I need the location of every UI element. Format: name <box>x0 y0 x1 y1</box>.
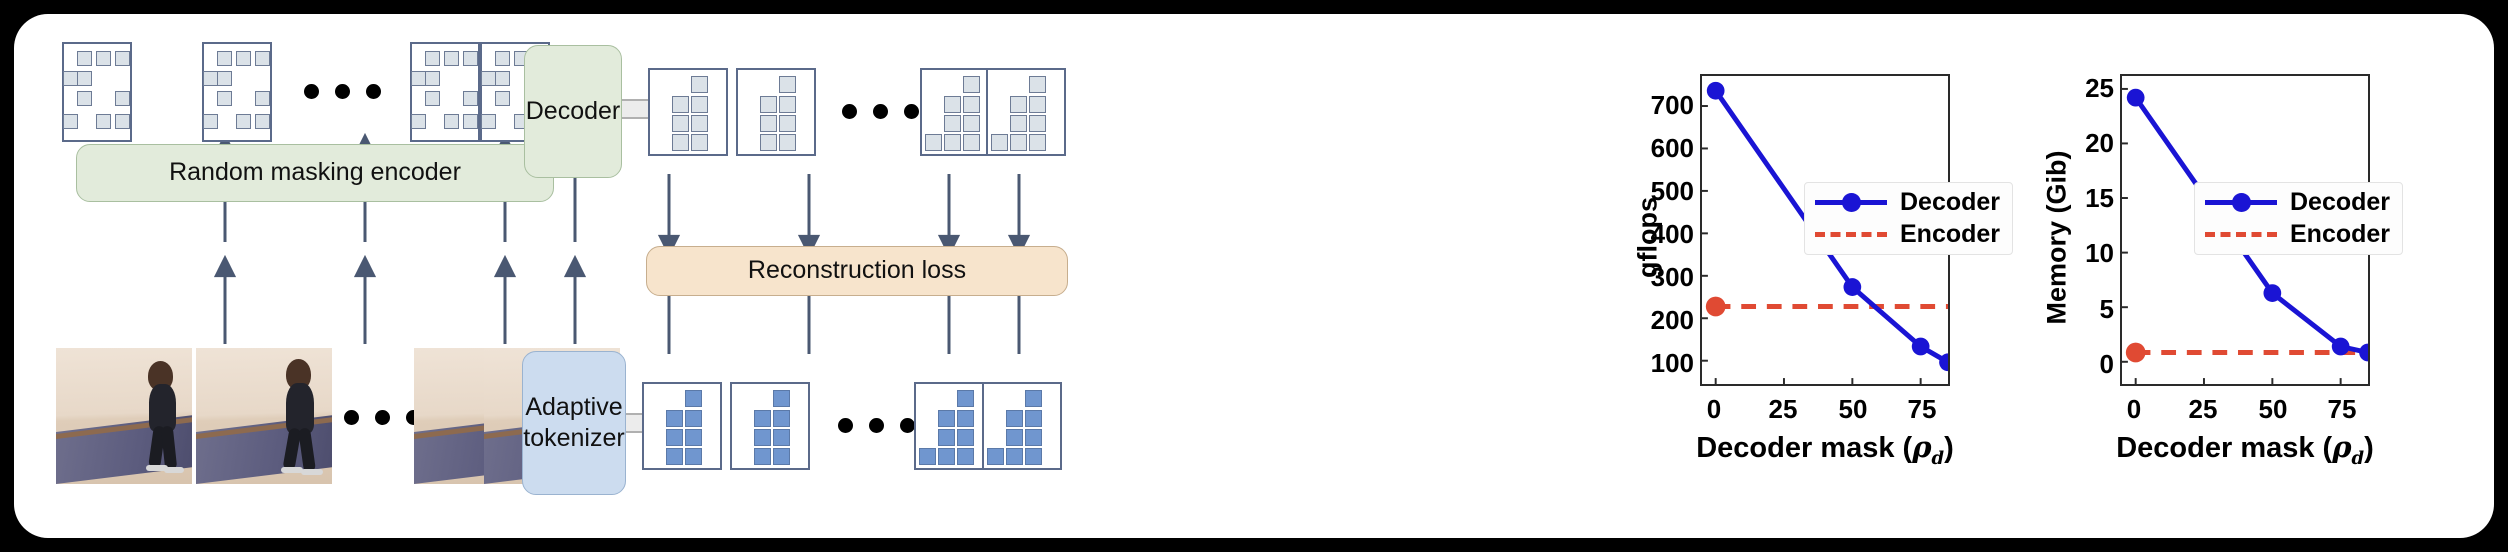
gflops-ytick: 500 <box>1650 176 1694 206</box>
reconstruction-loss-block[interactable]: Reconstruction loss <box>646 246 1068 296</box>
gflops-ytick: 600 <box>1650 133 1694 163</box>
random-masking-encoder-label: Random masking encoder <box>169 158 461 187</box>
gflops-xtick: 25 <box>1768 394 1798 424</box>
memory-ytick: 15 <box>2085 183 2114 213</box>
memory-xtick: 25 <box>2188 394 2218 424</box>
reconstructed-patch-grid <box>648 68 728 156</box>
gflops-chart: gflops <box>1604 32 2014 502</box>
rho-symbol: ρ <box>1912 430 1932 464</box>
ellipsis-token-grids <box>838 418 915 433</box>
gflops-x-axis-label-close: ) <box>1944 432 1954 464</box>
masked-patch-grid <box>202 42 272 142</box>
token-grid <box>914 382 994 470</box>
gflops-x-axis-label-text: Decoder mask ( <box>1696 432 1913 464</box>
gflops-xtick: 75 <box>1907 394 1937 424</box>
adaptive-tokenizer-label-line1: Adaptive <box>525 392 623 421</box>
ellipsis-top-grids <box>304 84 381 99</box>
gflops-xtick: 0 <box>1706 394 1722 424</box>
memory-ytick: 0 <box>2099 349 2114 379</box>
gflops-ytick: 100 <box>1650 348 1694 378</box>
ellipsis-decoder-outputs <box>842 104 919 119</box>
random-masking-encoder-block[interactable]: Random masking encoder <box>76 144 554 202</box>
rho-symbol: ρ <box>2332 430 2352 464</box>
legend-swatch-decoder <box>2205 193 2277 213</box>
decoder-label: Decoder <box>525 96 621 125</box>
memory-chart: Memory (Gib) <box>2004 32 2404 502</box>
legend-item-encoder[interactable]: Encoder <box>2205 222 2390 247</box>
gflops-ytick: 700 <box>1650 90 1694 120</box>
legend-item-decoder[interactable]: Decoder <box>1815 190 2000 215</box>
rho-subscript: d <box>1931 447 1945 469</box>
gflops-xtick: 50 <box>1838 394 1868 424</box>
adaptive-tokenizer-block[interactable]: Adaptive tokenizer <box>522 351 626 495</box>
memory-ytick: 25 <box>2085 73 2114 103</box>
legend-label-encoder: Encoder <box>2290 220 2391 248</box>
rho-subscript: d <box>2351 447 2365 469</box>
decoder-block[interactable]: Decoder <box>524 45 622 178</box>
memory-legend[interactable]: Decoder Encoder <box>2194 182 2404 255</box>
masked-patch-grid <box>62 42 132 142</box>
gflops-ytick: 400 <box>1650 219 1694 249</box>
gflops-ytick: 200 <box>1650 305 1694 335</box>
memory-xtick: 0 <box>2126 394 2142 424</box>
legend-label-decoder: Decoder <box>1900 188 2001 216</box>
memory-ytick: 20 <box>2085 128 2114 158</box>
memory-x-axis-label: Decoder mask (ρd) <box>2090 430 2400 469</box>
memory-x-axis-label-text: Decoder mask ( <box>2116 432 2333 464</box>
reconstructed-patch-grid <box>986 68 1066 156</box>
token-grid <box>730 382 810 470</box>
video-frame <box>196 348 332 484</box>
memory-xtick: 75 <box>2327 394 2357 424</box>
reconstruction-loss-label: Reconstruction loss <box>747 256 967 285</box>
reconstructed-patch-grid <box>736 68 816 156</box>
masked-patch-grid <box>410 42 480 142</box>
legend-swatch-decoder <box>1815 193 1887 213</box>
legend-label-decoder: Decoder <box>2290 188 2391 216</box>
legend-swatch-encoder <box>1815 225 1887 245</box>
token-grid <box>982 382 1062 470</box>
adaptive-tokenizer-label-line2: tokenizer <box>523 424 625 452</box>
memory-ytick: 5 <box>2099 294 2114 324</box>
token-grid <box>642 382 722 470</box>
legend-item-decoder[interactable]: Decoder <box>2205 190 2390 215</box>
legend-item-encoder[interactable]: Encoder <box>1815 222 2000 247</box>
legend-swatch-encoder <box>2205 225 2277 245</box>
gflops-x-axis-label: Decoder mask (ρd) <box>1670 430 1980 469</box>
memory-ytick: 10 <box>2085 238 2114 268</box>
legend-label-encoder: Encoder <box>1900 220 2001 248</box>
video-frame <box>56 348 192 484</box>
memory-x-axis-label-close: ) <box>2364 432 2374 464</box>
gflops-ytick: 300 <box>1650 262 1694 292</box>
ellipsis-video-frames <box>344 410 421 425</box>
gflops-legend[interactable]: Decoder Encoder <box>1804 182 2014 255</box>
memory-xtick: 50 <box>2258 394 2288 424</box>
figure-panel: Random masking encoder Decoder <box>14 14 2494 538</box>
